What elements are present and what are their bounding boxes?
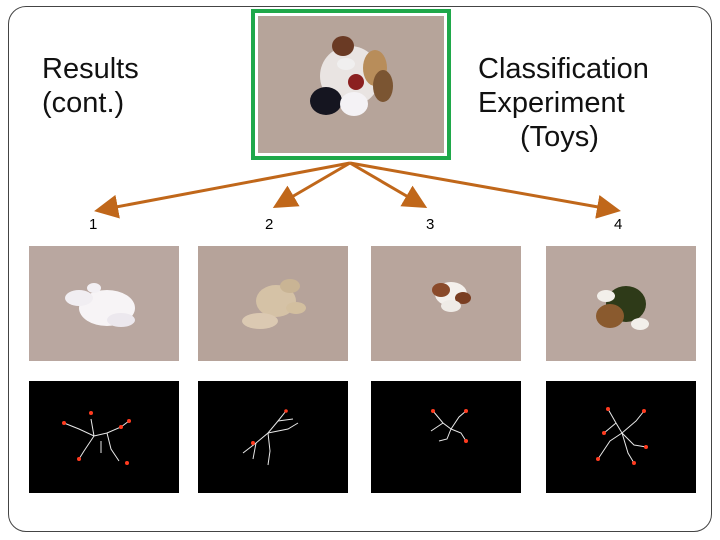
- arrow-to-4: [349, 161, 621, 219]
- arrow-to-3: [349, 161, 428, 209]
- toy-group-photo: [251, 9, 451, 160]
- arrow-to-1: [94, 161, 351, 219]
- skeleton-image-3: [371, 381, 521, 493]
- toy-photo-3: [371, 246, 521, 361]
- label-2: 2: [265, 216, 274, 233]
- skeleton-image-4: [546, 381, 696, 493]
- toy-photo-1: [29, 246, 179, 361]
- slide-title-right: Classification Experiment (Toys): [478, 52, 649, 154]
- arrow-to-2: [272, 161, 351, 209]
- label-3: 3: [426, 216, 435, 233]
- title-right-line-2: Experiment: [478, 87, 625, 119]
- title-right-line-1: Classification: [478, 53, 649, 85]
- label-4: 4: [614, 216, 623, 233]
- label-1: 1: [89, 216, 98, 233]
- title-left-line-1: Results: [42, 53, 139, 85]
- skeleton-image-2: [198, 381, 348, 493]
- skeleton-image-1: [29, 381, 179, 493]
- slide-frame: [8, 6, 712, 532]
- title-left-line-2: (cont.): [42, 87, 125, 119]
- toy-photo-2: [198, 246, 348, 361]
- title-right-line-3: (Toys): [520, 121, 599, 153]
- toy-photo-4: [546, 246, 696, 361]
- slide-title-left: Results (cont.): [42, 52, 139, 120]
